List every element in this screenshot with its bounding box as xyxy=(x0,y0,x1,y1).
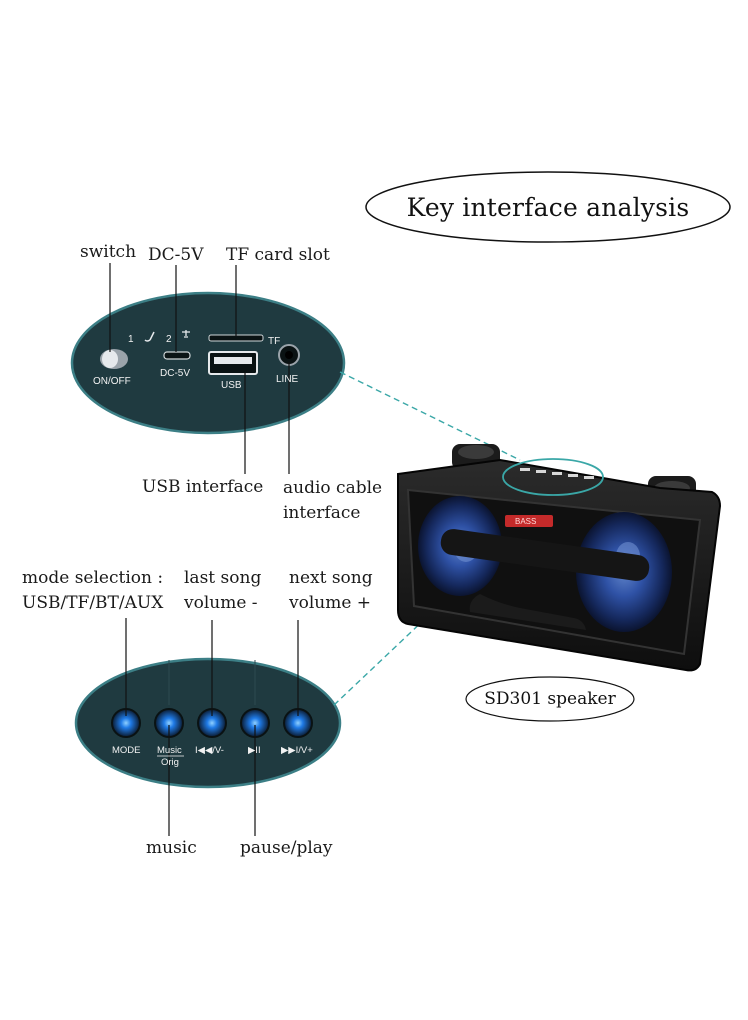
chip-tf: TF xyxy=(268,336,280,347)
title-ellipse xyxy=(365,171,731,243)
bottom-panel xyxy=(74,657,342,789)
model-ellipse xyxy=(465,676,635,722)
chip-music: Music xyxy=(157,745,182,756)
top-panel xyxy=(70,291,346,435)
chip-badge: BASS xyxy=(515,517,536,526)
model-box: SD301 speaker xyxy=(466,677,634,721)
speaker-image xyxy=(397,444,722,672)
label-tf-slot: TF card slot xyxy=(226,245,330,265)
label-pause-play: pause/play xyxy=(240,838,333,858)
light-icon xyxy=(182,330,190,338)
label-dc: DC-5V xyxy=(148,245,204,265)
chip-next: ▶▶I/V+ xyxy=(281,745,313,756)
power-switch-icon xyxy=(100,349,128,369)
chip-pref-2: 2 xyxy=(166,334,172,345)
title-box: Key interface analysis xyxy=(366,172,730,242)
chip-play: ▶II xyxy=(248,745,261,756)
chip-pref-1: 1 xyxy=(128,334,134,345)
chip-dc: DC-5V xyxy=(160,368,190,379)
label-audio-cable: audio cable interface xyxy=(283,478,383,523)
chip-usb: USB xyxy=(221,380,242,391)
mic-icon xyxy=(144,331,155,342)
label-mode-selection: mode selection : USB/TF/BT/AUX xyxy=(22,568,164,613)
usb-port-icon xyxy=(208,351,258,375)
bass-badge xyxy=(505,515,553,527)
label-last-song: last song volume - xyxy=(184,568,262,613)
dc-port-icon xyxy=(163,351,191,360)
page-title: Key interface analysis xyxy=(406,192,690,222)
chip-prev: I◀◀/V- xyxy=(195,745,224,756)
label-switch: switch xyxy=(80,242,137,262)
label-usb-interface: USB interface xyxy=(142,477,264,497)
model-name: SD301 speaker xyxy=(484,689,616,709)
chip-orig: Orig xyxy=(161,757,179,768)
label-next-song: next song volume + xyxy=(289,568,373,613)
label-music: music xyxy=(146,838,197,858)
chip-mode: MODE xyxy=(112,745,141,756)
chip-line: LINE xyxy=(276,374,299,385)
chip-on-off: ON/OFF xyxy=(93,376,131,387)
connector-top xyxy=(339,371,521,461)
